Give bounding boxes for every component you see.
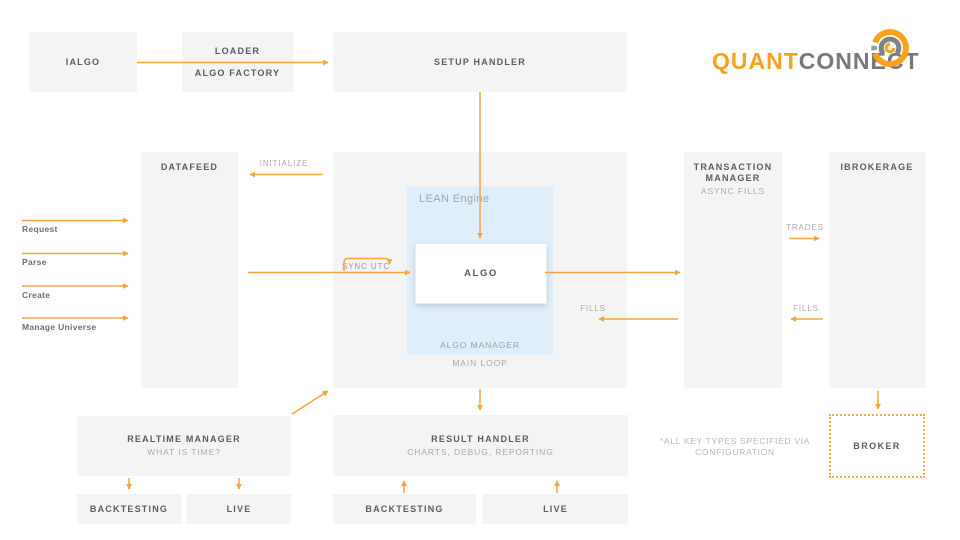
node-loader-algo-factory: LOADER ALGO FACTORY (182, 32, 293, 92)
algo-manager-label: ALGO MANAGER (440, 340, 520, 350)
node-datafeed-label: DATAFEED (160, 162, 219, 172)
quantconnect-swirl-icon (871, 29, 909, 67)
label-manage-universe: Manage Universe (22, 322, 97, 332)
main-loop-label: MAIN LOOP (452, 358, 508, 368)
backtesting-result-label: BACKTESTING (365, 503, 444, 514)
label-initialize: INITIALIZE (259, 159, 309, 168)
node-datafeed: DATAFEED (141, 152, 238, 388)
node-setup-handler-label: SETUP HANDLER (434, 56, 526, 67)
result-handler-title: RESULT HANDLER (431, 433, 530, 444)
label-trades: TRADES (786, 223, 824, 232)
node-transaction-manager: TRANSACTION MANAGER ASYNC FILLS (684, 152, 782, 388)
label-sync-utc: SYNC UTC (341, 262, 391, 271)
node-loader-label: LOADER (214, 45, 261, 56)
swirl-outer-arc (872, 29, 909, 67)
node-ibrokerage: IBROKERAGE (829, 152, 925, 388)
node-backtesting-realtime: BACKTESTING (77, 494, 181, 524)
swirl-middle-arc (878, 36, 902, 56)
result-handler-subtitle: CHARTS, DEBUG, REPORTING (407, 446, 554, 457)
node-algo-label: ALGO (464, 268, 498, 279)
node-broker-label: BROKER (853, 441, 901, 451)
node-ibrokerage-label: IBROKERAGE (840, 162, 914, 172)
arrow-realtime-manager-to-engine (291, 390, 329, 415)
swirl-inner-arc (884, 42, 896, 54)
logo-text-quant: QUANT (712, 47, 799, 74)
node-ialgo-label: IALGO (65, 56, 101, 67)
node-realtime-manager: REALTIME MANAGER WHAT IS TIME? (77, 416, 291, 476)
node-algo-factory-label: ALGO FACTORY (194, 67, 281, 78)
note-configuration-line1: *ALL KEY TYPES SPECIFIED VIA (659, 436, 811, 446)
node-setup-handler: SETUP HANDLER (333, 32, 627, 92)
note-configuration-line2: CONFIGURATION (695, 447, 775, 457)
label-request: Request (22, 224, 58, 234)
node-live-result: LIVE (483, 494, 628, 524)
label-parse: Parse (22, 257, 47, 267)
node-algo: ALGO (415, 243, 547, 304)
transaction-manager-line2: MANAGER (705, 173, 761, 183)
note-configuration: *ALL KEY TYPES SPECIFIED VIA CONFIGURATI… (650, 436, 820, 458)
node-live-realtime: LIVE (187, 494, 291, 524)
lean-engine-title: LEAN Engine (419, 193, 490, 205)
node-broker: BROKER (829, 414, 925, 478)
label-create: Create (22, 290, 51, 300)
node-backtesting-result: BACKTESTING (333, 494, 476, 524)
realtime-manager-title: REALTIME MANAGER (127, 434, 241, 444)
live-result-label: LIVE (543, 503, 568, 514)
label-fills-engine: FILLS (580, 304, 606, 313)
node-result-handler: RESULT HANDLER CHARTS, DEBUG, REPORTING (333, 415, 628, 476)
backtesting-realtime-label: BACKTESTING (89, 503, 169, 514)
realtime-manager-subtitle: WHAT IS TIME? (147, 447, 221, 457)
label-fills-broker: FILLS (793, 304, 819, 313)
transaction-manager-subtitle: ASYNC FILLS (700, 186, 766, 196)
node-ialgo: IALGO (29, 32, 137, 92)
transaction-manager-line1: TRANSACTION (693, 162, 773, 172)
live-realtime-label: LIVE (226, 503, 252, 514)
